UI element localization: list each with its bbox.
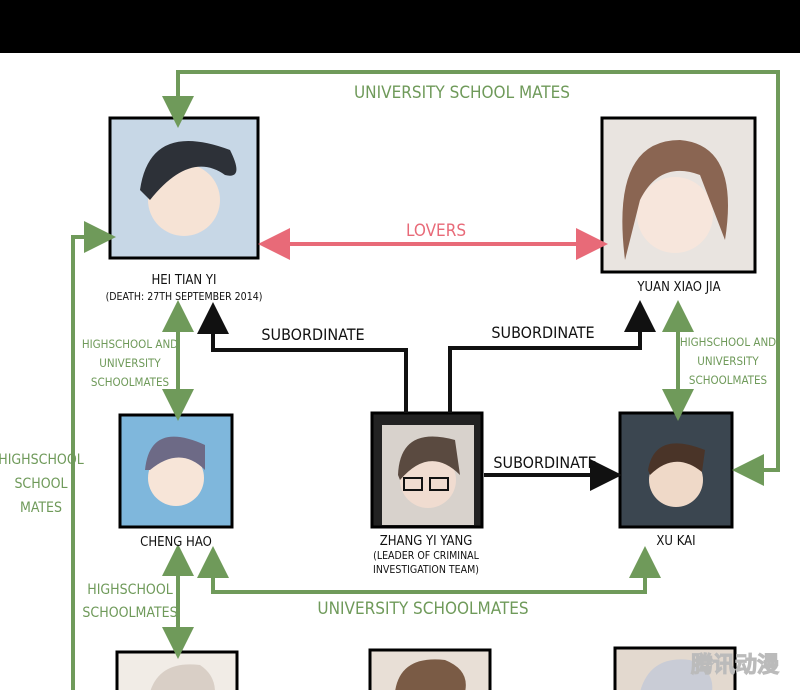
subordinate-left-connector <box>197 302 408 413</box>
svg-text:MATES: MATES <box>20 500 62 516</box>
portrait-xu-kai <box>618 411 734 529</box>
university-top-connector <box>162 70 780 486</box>
label-subordinate-left: SUBORDINATE <box>261 325 364 344</box>
svg-text:SCHOOLMATES: SCHOOLMATES <box>82 605 177 621</box>
portrait-bottom-left <box>115 650 239 690</box>
portrait-zhang-yi-yang <box>370 411 484 529</box>
svg-text:SCHOOLMATES: SCHOOLMATES <box>689 373 767 387</box>
subordinate-right-connector <box>448 300 656 413</box>
svg-text:SCHOOLMATES: SCHOOLMATES <box>91 375 169 389</box>
svg-text:SCHOOL: SCHOOL <box>14 476 67 492</box>
portrait-hei-tian-yi <box>108 116 260 260</box>
name-hei-tian-yi: HEI TIAN YI <box>152 273 217 288</box>
note-hei-tian-yi: (DEATH: 27TH SEPTEMBER 2014) <box>106 291 263 303</box>
label-lovers: LOVERS <box>406 221 466 241</box>
name-cheng-hao: CHENG HAO <box>140 535 212 550</box>
label-hs-uni-left: HIGHSCHOOL AND UNIVERSITY SCHOOLMATES <box>82 337 178 389</box>
name-yuan-xiao-jia: YUAN XIAO JIA <box>636 280 720 295</box>
name-zhang-yi-yang: ZHANG YI YANG <box>380 534 473 549</box>
portrait-bottom-center <box>368 648 492 690</box>
svg-text:UNIVERSITY: UNIVERSITY <box>697 354 759 368</box>
svg-text:HIGHSCHOOL: HIGHSCHOOL <box>87 582 173 598</box>
label-subordinate-right: SUBORDINATE <box>491 323 594 342</box>
portrait-yuan-xiao-jia <box>600 116 757 274</box>
name-xu-kai: XU KAI <box>656 534 695 549</box>
portrait-cheng-hao <box>118 413 234 529</box>
svg-text:UNIVERSITY: UNIVERSITY <box>99 356 161 370</box>
label-hs-left: HIGHSCHOOL SCHOOL MATES <box>0 452 84 516</box>
university-bottom-connector <box>197 546 661 594</box>
svg-text:HIGHSCHOOL: HIGHSCHOOL <box>0 452 84 468</box>
label-university-bottom: UNIVERSITY SCHOOLMATES <box>317 599 528 619</box>
note-zhang-yi-yang-2: INVESTIGATION TEAM) <box>373 564 479 576</box>
label-hs-uni-right: HIGHSCHOOL AND UNIVERSITY SCHOOLMATES <box>680 335 776 387</box>
highschool-left-connector <box>71 221 116 690</box>
svg-text:HIGHSCHOOL AND: HIGHSCHOOL AND <box>82 337 178 351</box>
watermark-logo: 腾讯动漫 <box>691 653 779 678</box>
portrait-bottom-right <box>613 646 737 690</box>
label-university-top: UNIVERSITY SCHOOL MATES <box>354 83 570 103</box>
svg-text:HIGHSCHOOL AND: HIGHSCHOOL AND <box>680 335 776 349</box>
top-black-bar <box>0 0 800 53</box>
note-zhang-yi-yang-1: (LEADER OF CRIMINAL <box>373 550 479 562</box>
label-hs-cheng: HIGHSCHOOL SCHOOLMATES <box>82 582 177 621</box>
label-subordinate-xu: SUBORDINATE <box>493 453 596 472</box>
